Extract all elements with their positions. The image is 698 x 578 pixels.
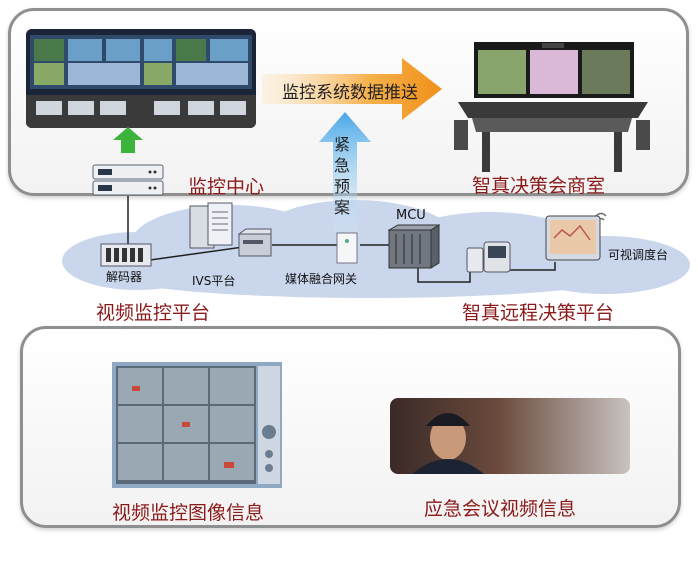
visual-console-icon <box>545 212 607 261</box>
data-push-label: 监控系统数据推送 <box>282 83 418 103</box>
emergency-meeting-image <box>390 398 630 474</box>
video-platform-label: 视频监控平台 <box>96 302 211 324</box>
mcu-label: MCU <box>396 208 426 223</box>
mcu-icon <box>388 224 440 269</box>
video-surveillance-image <box>112 362 282 488</box>
gateway-icon <box>336 232 358 264</box>
visual-console-label: 可视调度台 <box>608 248 669 262</box>
server-icon <box>92 164 164 196</box>
data-push-arrow: 监控系统数据推送 <box>262 58 444 120</box>
emergency-meeting-info-label: 应急会议视频信息 <box>424 498 577 520</box>
ivs-server-icon <box>189 202 233 249</box>
green-up-arrow-icon <box>113 127 143 153</box>
control-center-label: 监控中心 <box>188 176 265 198</box>
decision-room-image <box>454 42 650 172</box>
gateway-label: 媒体融合网关 <box>285 272 358 286</box>
decision-room-label: 智真决策会商室 <box>472 175 606 197</box>
emergency-plan-label: 紧急预案 <box>334 135 351 217</box>
emergency-plan-arrow <box>318 112 372 232</box>
control-center-image <box>26 29 256 128</box>
video-image-info-label: 视频监控图像信息 <box>112 502 265 524</box>
remote-decision-label: 智真远程决策平台 <box>462 302 615 324</box>
ivs-unit-icon <box>238 228 272 257</box>
ivs-label: IVS平台 <box>192 274 236 288</box>
video-phone-icon <box>466 241 511 273</box>
decoder-label: 解码器 <box>106 270 143 284</box>
decoder-icon <box>100 243 152 267</box>
